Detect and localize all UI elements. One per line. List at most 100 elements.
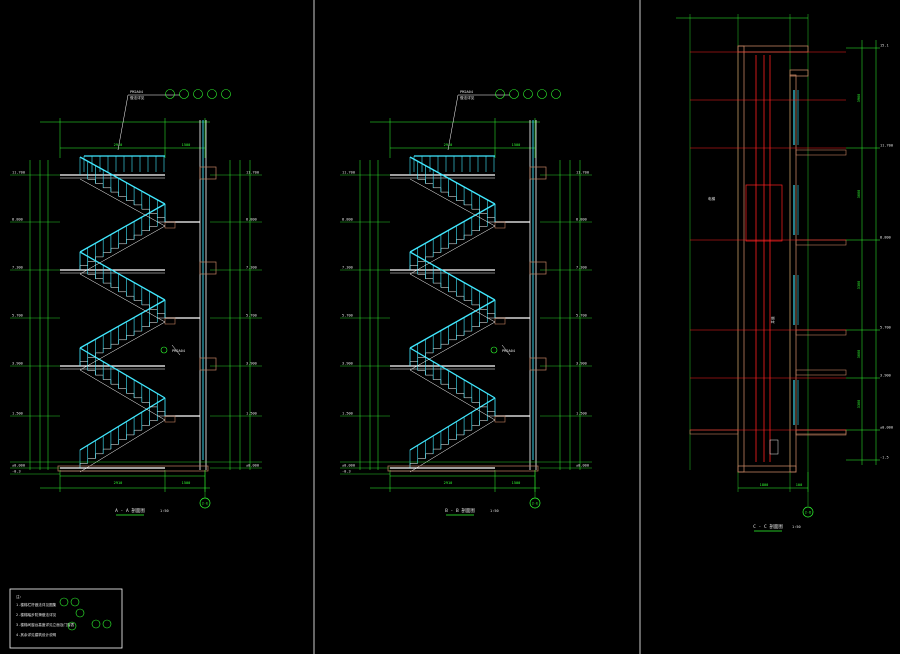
level-label-right-1: 8.800 [576, 218, 587, 222]
level-label-left-1: 8.800 [12, 218, 23, 222]
section-title: A - A 剖面图 [115, 507, 145, 514]
handrail-line [79, 299, 166, 349]
machine-room-roof [737, 45, 809, 53]
level-label-right-5: 1.500 [576, 412, 587, 416]
level-label-left-5: 1.500 [12, 412, 23, 416]
level-label-left-7: -0.3 [12, 470, 21, 474]
level-label-left-5: 1.500 [342, 412, 353, 416]
callout-mid-symbol [490, 346, 498, 354]
stair-steps-3 [410, 269, 496, 318]
legend-symbol-1 [59, 597, 69, 607]
legend-line-3: 3.楼梯间窗台高度详见立面及门窗表 [16, 622, 75, 627]
stair-soffit-5 [409, 178, 496, 227]
ground-slab-hatch [387, 465, 539, 472]
wall-cornice-2 [529, 357, 547, 371]
level-label-right-6: ±0.000 [246, 464, 259, 468]
level-label-right-3: 5.700 [246, 314, 257, 318]
landing-beam-0 [164, 415, 176, 423]
handrail-line [409, 251, 496, 301]
dim-bottom-label-1: 1800 [760, 483, 769, 487]
callout-top-code: PM2A04 [460, 90, 473, 94]
dim-bottom-label-2: 1500 [512, 481, 521, 485]
level-label-right-2: 7.300 [246, 266, 257, 270]
level-label-right-1: 8.800 [246, 218, 257, 222]
elevator-label: 电梯 [708, 196, 716, 201]
callout-leader-top [117, 94, 129, 151]
handrail-line [409, 347, 496, 399]
detail-symbol-4 [221, 89, 231, 99]
level-label-6: -1.5 [880, 456, 889, 460]
handrail-line [409, 299, 496, 349]
landing-beam-2 [494, 221, 506, 229]
landing-beam-1 [164, 317, 176, 325]
stair-steps-2 [409, 317, 495, 366]
ground-slab-left [689, 429, 739, 435]
wall-cornice-0 [529, 166, 547, 180]
callout-mid-code: PM2A04 [502, 349, 515, 353]
section-title: B - B 剖面图 [445, 507, 475, 514]
landing-beam-1 [494, 317, 506, 325]
handrail-line [79, 251, 166, 301]
stair-soffit-3 [409, 273, 496, 323]
detail-symbol-0 [495, 89, 505, 99]
grid-bubble [802, 506, 814, 518]
legend-symbol-3 [75, 608, 85, 618]
level-label-left-1: 8.800 [342, 218, 353, 222]
legend-symbol-5 [91, 619, 101, 629]
level-label-5: ±0.000 [880, 426, 893, 430]
stair-handrail-3 [409, 251, 496, 318]
level-label-right-3: 5.700 [576, 314, 587, 318]
pit-floor [737, 465, 797, 473]
detail-symbol-0 [165, 89, 175, 99]
wall-cornice-1 [529, 261, 547, 275]
shaft-wall-right [789, 74, 797, 473]
detail-symbol-2 [193, 89, 203, 99]
legend-symbol-4 [67, 621, 77, 631]
dim-bottom-label-2: 1500 [182, 481, 191, 485]
level-label-left-0: 11.700 [342, 171, 355, 175]
level-label-right-2: 7.300 [576, 266, 587, 270]
landing-beam-0 [494, 415, 506, 423]
level-label-left-2: 7.300 [342, 266, 353, 270]
level-label-left-3: 5.700 [342, 314, 353, 318]
dim-chain-label-4: 3300 [857, 400, 861, 409]
callout-leader-mid [171, 344, 181, 356]
floor-slab-3 [795, 369, 847, 376]
stair-handrail-4 [79, 203, 166, 270]
stair-handrail-0 [409, 397, 496, 468]
stair-handrail-3 [79, 251, 166, 318]
dim-top-label-1: 2910 [444, 143, 453, 147]
stair-soffit-2 [79, 321, 166, 371]
wall-cornice-0 [199, 166, 217, 180]
shaft-wall-left [737, 45, 745, 473]
section-c-c: 15.111.7008.8005.7003.900±0.000-1.539003… [676, 14, 893, 532]
landing-beam-2 [164, 221, 176, 229]
handrail-line [79, 397, 166, 451]
section-scale: 1:50 [490, 509, 499, 513]
floor-slab-2 [795, 329, 847, 336]
level-label-right-0: 11.700 [246, 171, 259, 175]
stair-steps-4 [79, 221, 165, 270]
stair-steps-5 [80, 174, 166, 222]
legend-line-4: 4.其余详见建筑设计说明 [16, 632, 57, 637]
callout-leader-mid [501, 344, 511, 356]
handrail-line [79, 156, 166, 205]
section-scale: 1:50 [792, 525, 801, 529]
handrail-line [409, 203, 496, 253]
stair-soffit-2 [409, 321, 496, 371]
machine-room-step [789, 69, 809, 77]
level-label-left-6: ±0.000 [342, 464, 355, 468]
legend-title: 注: [16, 594, 22, 599]
stair-steps-2 [79, 317, 165, 366]
level-label-3: 5.700 [880, 326, 891, 330]
callout-mid-symbol [160, 346, 168, 354]
ground-slab-right [795, 429, 847, 435]
stair-steps-3 [80, 269, 166, 318]
legend-box: 注: 1.楼梯栏杆做法详见图集 2.楼梯踏步防滑做法详见 3.楼梯间窗台高度详见… [9, 588, 123, 649]
level-label-left-4: 3.900 [12, 362, 23, 366]
level-label-4: 3.900 [880, 374, 891, 378]
